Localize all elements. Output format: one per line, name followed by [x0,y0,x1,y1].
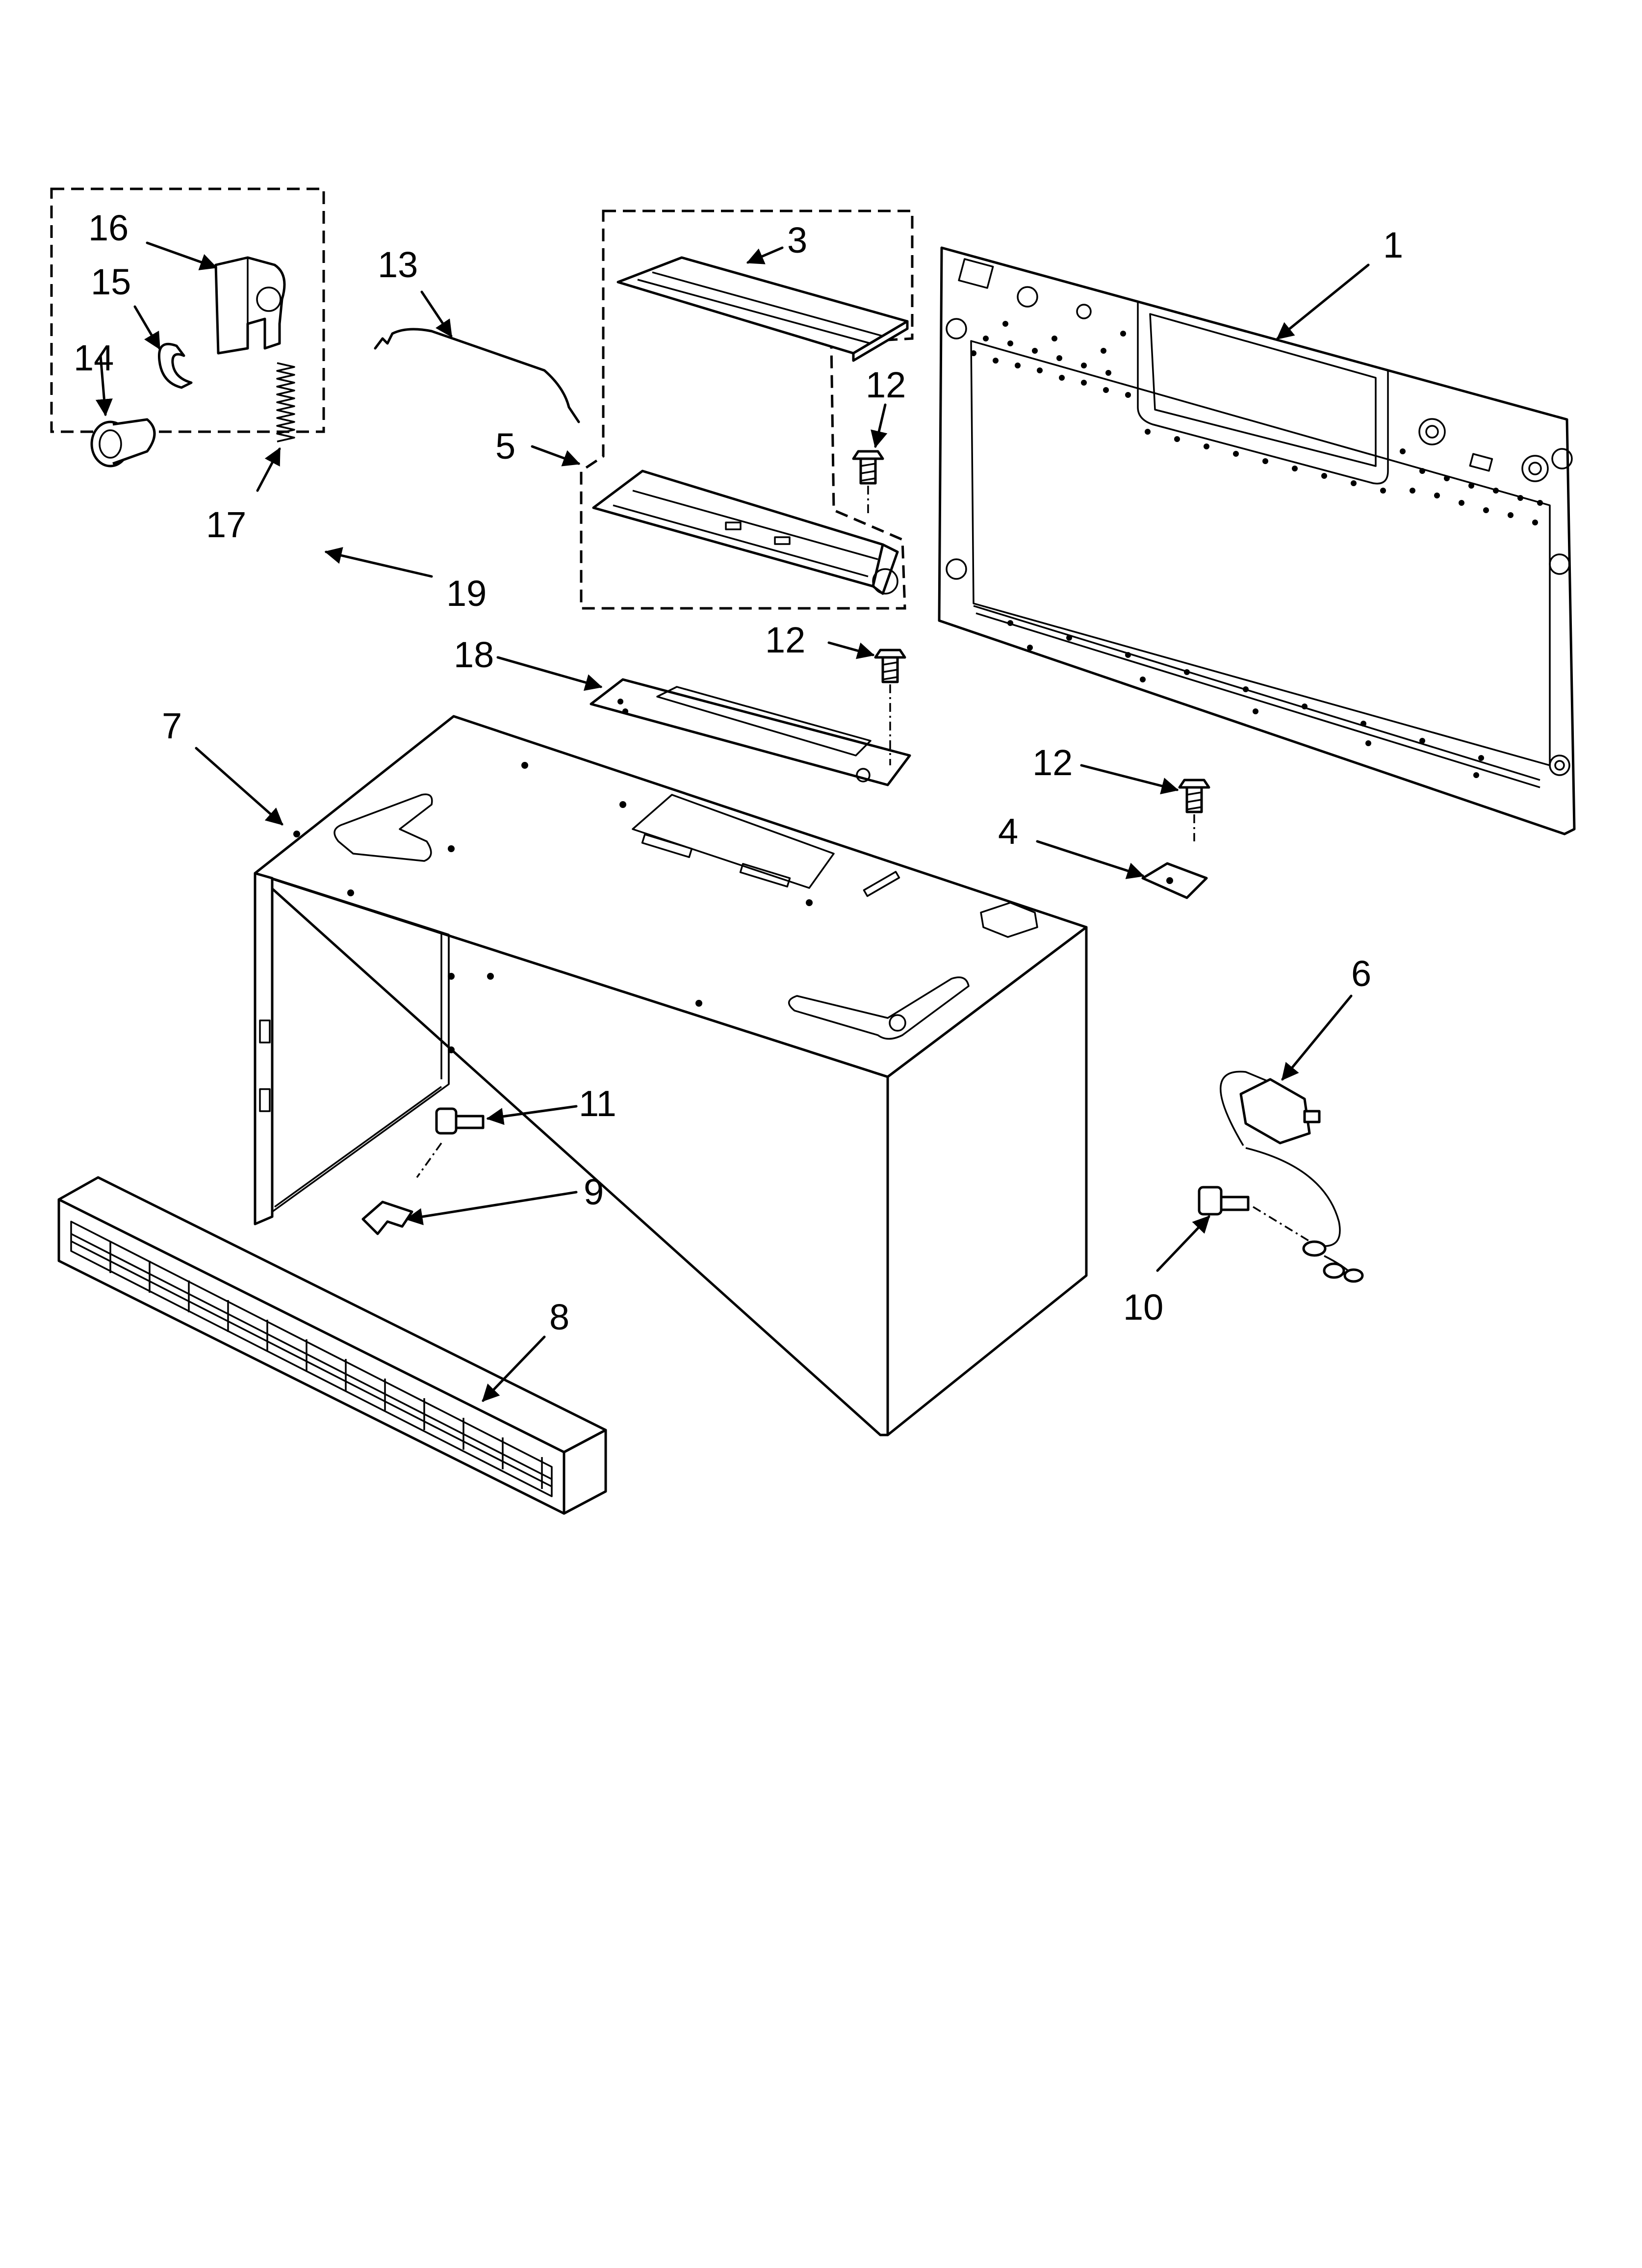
part-9-clip [361,1200,413,1235]
callout-6: 6 [1351,953,1371,994]
callout-14: 14 [74,338,114,378]
part-6-harness [1220,1070,1364,1283]
callout-12-upper: 12 [866,365,906,405]
callout-1: 1 [1383,225,1403,265]
part-14-button [90,418,156,468]
callout-4: 4 [998,811,1018,852]
callout-13: 13 [378,244,418,285]
callout-3: 3 [787,220,807,261]
part-7-cabinet [254,715,1088,1436]
leader-lines [95,241,1370,1402]
part-12-screw-upper [852,450,884,485]
part-8-vent-grille [57,1176,607,1515]
part-12-screw-right [1178,779,1210,813]
callout-15: 15 [91,261,131,302]
callout-12-right: 12 [1032,742,1073,783]
callout-19: 19 [446,573,487,614]
callout-18: 18 [454,634,494,675]
group-outline-3-5 [580,209,914,610]
callout-10: 10 [1123,1287,1163,1328]
part-15-clip [157,342,193,389]
part-4-plate [1141,862,1208,899]
callout-17: 17 [206,504,246,545]
callout-11: 11 [579,1083,616,1124]
callout-12-middle: 12 [765,620,805,660]
callout-labels: 1 3 12 5 12 18 12 4 6 7 11 9 10 8 13 14 … [74,208,1403,1337]
callout-7: 7 [162,705,182,746]
callout-9: 9 [584,1172,604,1212]
callout-16: 16 [88,208,128,248]
grille-slats [71,1233,552,1489]
part-10-screw [1198,1186,1250,1216]
part-13-wire [374,328,580,423]
group-outline-19 [50,187,325,433]
part-17-spring [276,362,295,443]
part-12-screw-middle [874,649,906,683]
callout-5: 5 [495,426,515,467]
part-5-bracket [592,469,899,595]
part-3-rail [616,256,909,362]
part-16-hinge-bracket [214,256,286,355]
callout-8: 8 [549,1297,569,1337]
part-11-screw [435,1107,485,1135]
part-1-mounting-plate [938,246,1576,835]
part-1-hole-pattern [971,321,1543,778]
part-18-gasket [590,678,911,786]
